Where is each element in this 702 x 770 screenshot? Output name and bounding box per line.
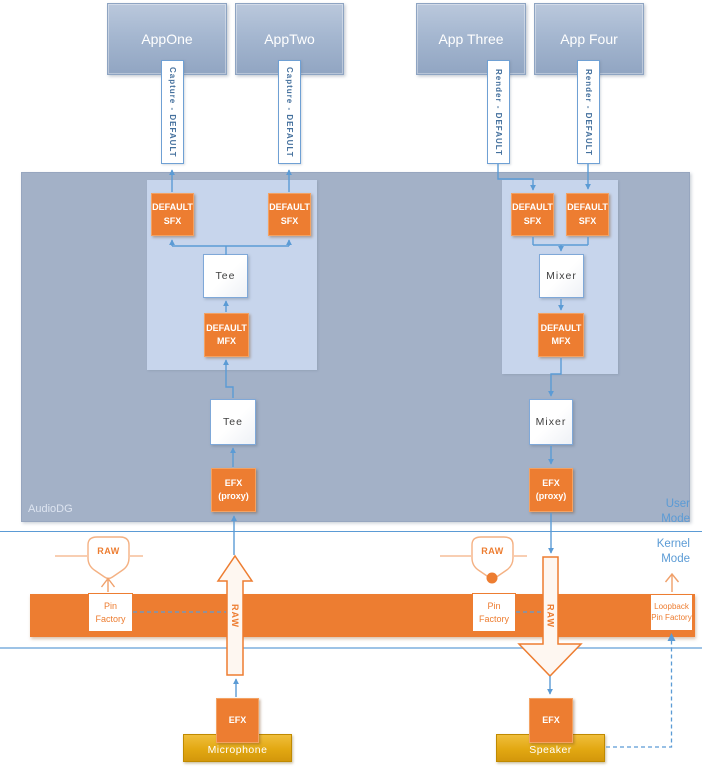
dashed-speaker-loopback bbox=[606, 641, 673, 748]
stream-render-appfour: Render - DEFAULT bbox=[577, 60, 600, 164]
efx-box-speaker: EFX bbox=[529, 698, 573, 743]
microphone-box: Microphone bbox=[183, 734, 292, 762]
raw-arrow-down-label: RAW bbox=[545, 604, 556, 628]
efx-proxy-box-render: EFX (proxy) bbox=[529, 468, 573, 512]
raw-pin-render-label: RAW bbox=[481, 546, 504, 556]
stream-capture-appone: Capture - DEFAULT bbox=[161, 60, 184, 164]
pin-factory-render: Pin Factory bbox=[472, 593, 516, 632]
pin-factory-capture: Pin Factory bbox=[88, 593, 133, 632]
audiodg-label: AudioDG bbox=[28, 503, 73, 515]
efx-proxy-box-capture: EFX (proxy) bbox=[211, 468, 256, 512]
loopback-pin-factory: Loopback Pin Factory bbox=[650, 594, 693, 631]
mfx-box-render: DEFAULT MFX bbox=[538, 313, 584, 357]
app-label: App Four bbox=[560, 31, 618, 47]
sfx-box-capture-1: DEFAULT SFX bbox=[151, 193, 194, 236]
mixer-box-lower: Mixer bbox=[529, 399, 573, 445]
mfx-box-capture: DEFAULT MFX bbox=[204, 313, 249, 357]
arrow-pinfactory-to-rawpin bbox=[100, 577, 116, 592]
sfx-box-render-2: DEFAULT SFX bbox=[566, 193, 609, 236]
user-mode-label: User Mode bbox=[661, 498, 690, 525]
app-label: App Three bbox=[438, 31, 504, 47]
raw-arrow-up-label: RAW bbox=[230, 604, 240, 628]
efx-box-microphone: EFX bbox=[216, 698, 259, 743]
tee-box-upper: Tee bbox=[203, 254, 248, 298]
raw-pin-capture bbox=[87, 536, 130, 580]
raw-pin-render-dot bbox=[486, 572, 498, 584]
arrow-loopback-up bbox=[664, 572, 680, 592]
raw-pin-render bbox=[471, 536, 514, 580]
raw-pin-capture-label: RAW bbox=[97, 546, 120, 556]
user-kernel-boundary-line bbox=[0, 531, 702, 533]
app-label: AppTwo bbox=[264, 31, 315, 47]
stream-render-appthree: Render - DEFAULT bbox=[487, 60, 510, 164]
tee-box-lower: Tee bbox=[210, 399, 256, 445]
mixer-box-upper: Mixer bbox=[539, 254, 584, 298]
kernel-mode-label: Kernel Mode bbox=[656, 538, 690, 565]
app-label: AppOne bbox=[141, 31, 193, 47]
pin-arrows bbox=[100, 572, 680, 592]
sfx-box-capture-2: DEFAULT SFX bbox=[268, 193, 311, 236]
kernel-lower-line bbox=[0, 647, 702, 649]
sfx-box-render-1: DEFAULT SFX bbox=[511, 193, 554, 236]
kernel-streaming-bus-bar bbox=[30, 594, 695, 637]
stream-capture-apptwo: Capture - DEFAULT bbox=[278, 60, 301, 164]
